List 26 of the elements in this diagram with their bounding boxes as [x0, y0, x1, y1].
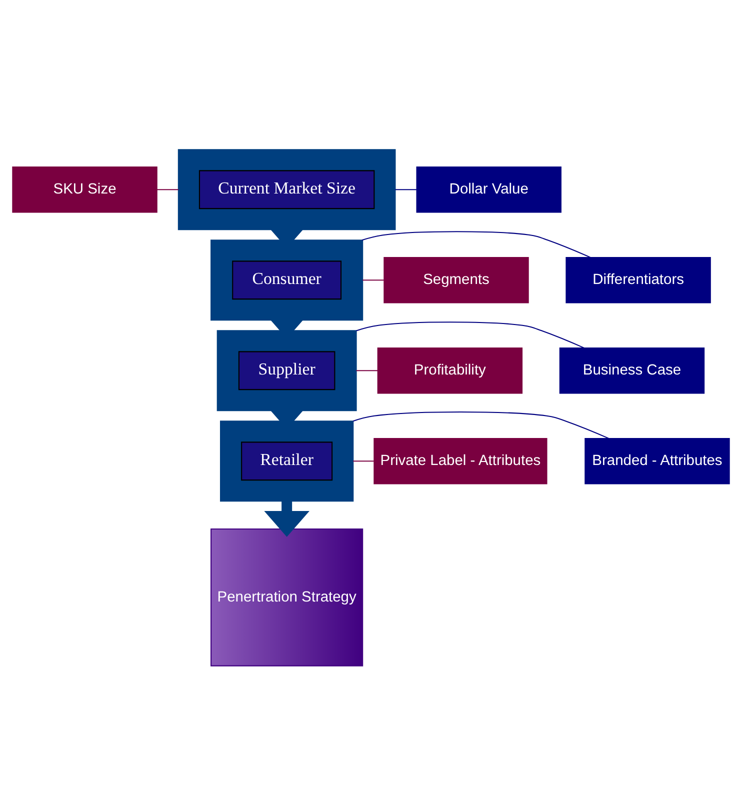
node-box: Private Label - Attributes [374, 438, 548, 484]
node-box: Retailer [241, 442, 333, 481]
connector [356, 370, 378, 372]
connector [356, 322, 584, 348]
cluster [210, 240, 364, 321]
node-box: Branded - Attributes [584, 438, 730, 484]
connector [362, 231, 591, 258]
arrow [264, 501, 310, 537]
cluster [216, 330, 357, 412]
node-box: Current Market Size [198, 170, 375, 210]
node-box: Penertration Strategy [210, 528, 364, 666]
node-box: Differentiators [566, 256, 711, 304]
connector [362, 280, 384, 281]
node-box: Profitability [377, 347, 523, 394]
node-box: Dollar Value [416, 166, 562, 213]
connector [353, 460, 374, 462]
node-box: Consumer [232, 260, 342, 300]
node-box: Segments [384, 256, 529, 304]
node-box: Supplier [238, 351, 336, 390]
node-box: SKU Size [12, 166, 158, 213]
connector [395, 189, 416, 190]
cluster [178, 149, 396, 230]
node-box: Business Case [559, 347, 705, 394]
connector [352, 411, 610, 439]
connector [156, 189, 178, 190]
cluster [220, 420, 354, 502]
